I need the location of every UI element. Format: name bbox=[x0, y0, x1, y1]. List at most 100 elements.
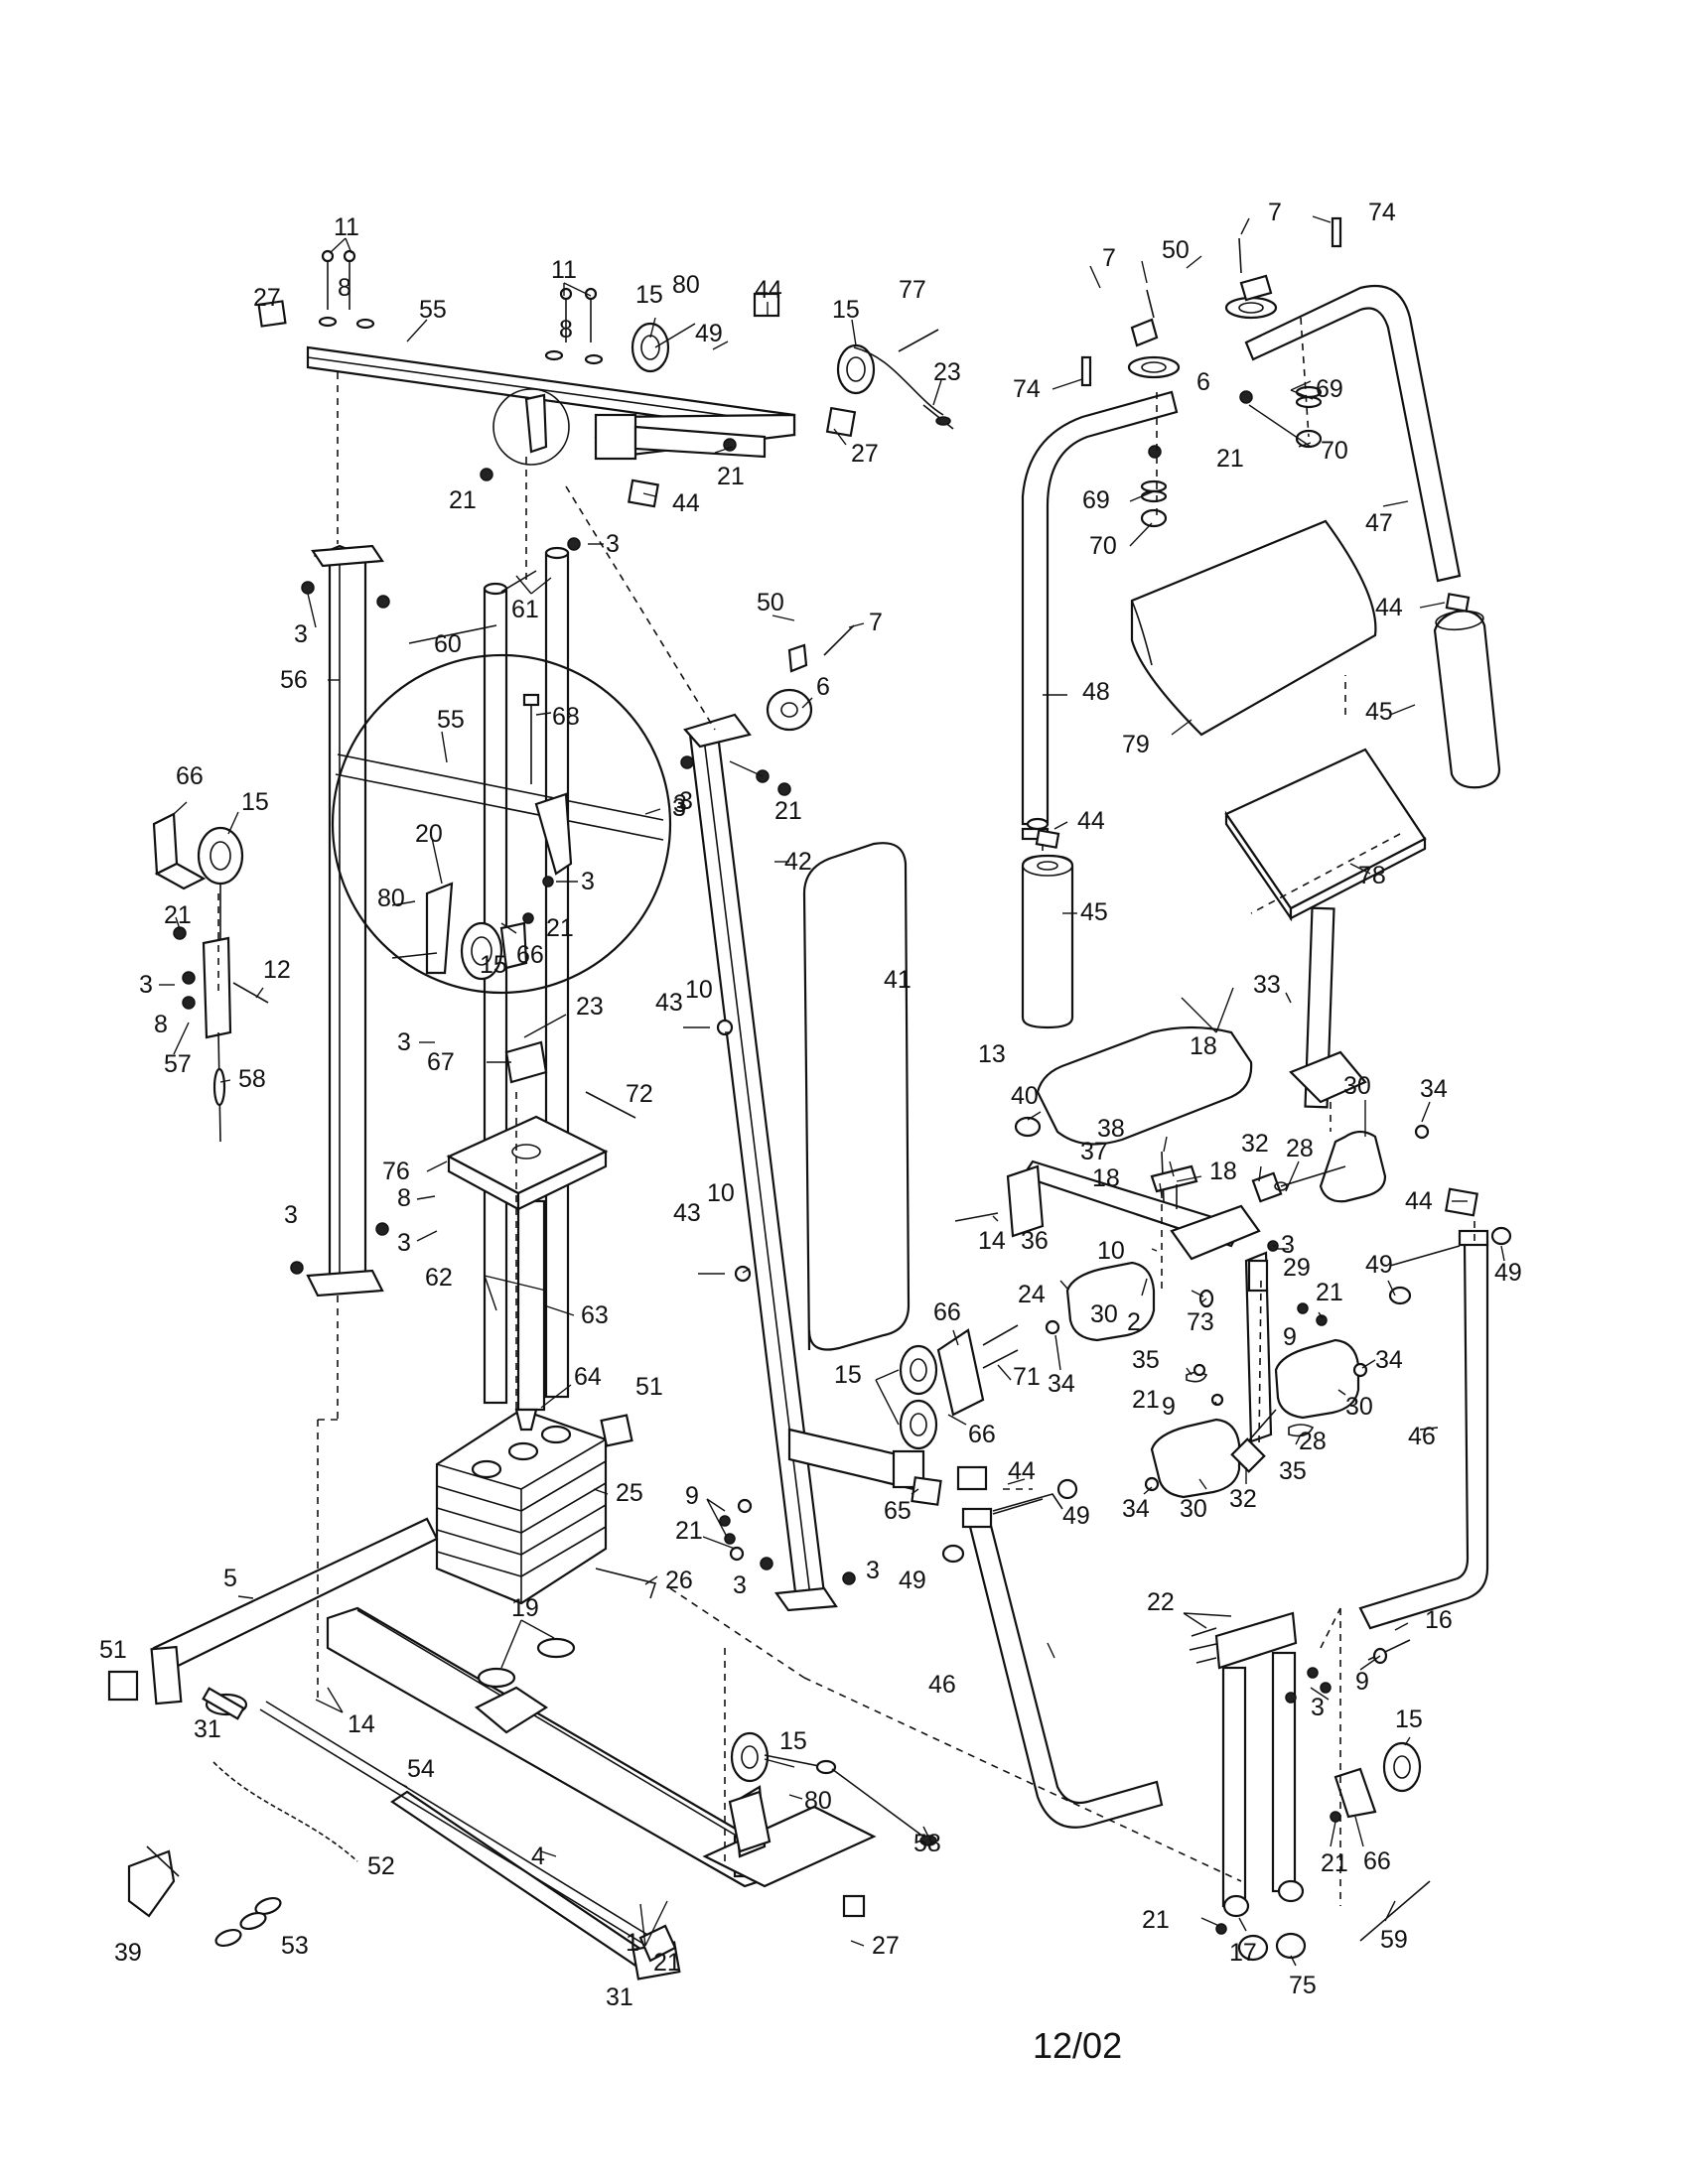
callout-51: 51 bbox=[99, 1636, 127, 1664]
callout-8: 8 bbox=[338, 274, 351, 302]
callout-38: 38 bbox=[1097, 1115, 1125, 1143]
callout-21: 21 bbox=[1316, 1279, 1343, 1306]
callout-39: 39 bbox=[114, 1939, 142, 1967]
callout-21: 21 bbox=[1142, 1906, 1170, 1934]
callout-49: 49 bbox=[1494, 1259, 1522, 1287]
callout-3: 3 bbox=[397, 1028, 411, 1056]
callout-3: 3 bbox=[672, 794, 686, 822]
callout-21: 21 bbox=[1216, 445, 1244, 473]
callout-43: 43 bbox=[673, 1199, 701, 1227]
assembly-lines bbox=[217, 317, 1475, 1906]
callout-46: 46 bbox=[928, 1671, 956, 1699]
roller-pads-30 bbox=[1065, 1130, 1387, 1499]
callout-42: 42 bbox=[784, 848, 812, 876]
base-frame bbox=[150, 1517, 877, 1980]
callout-21: 21 bbox=[653, 1949, 681, 1977]
callout-71: 71 bbox=[1013, 1363, 1041, 1391]
callout-70: 70 bbox=[1089, 532, 1117, 560]
callout-44: 44 bbox=[1077, 807, 1105, 835]
callout-74: 74 bbox=[1368, 199, 1396, 226]
callout-7: 7 bbox=[1102, 244, 1116, 272]
callout-65: 65 bbox=[884, 1497, 912, 1525]
callout-78: 78 bbox=[1358, 862, 1386, 889]
callout-66: 66 bbox=[176, 762, 204, 790]
callout-66: 66 bbox=[968, 1421, 996, 1448]
callout-6: 6 bbox=[816, 673, 830, 701]
callout-37: 37 bbox=[1080, 1138, 1108, 1165]
callout-3: 3 bbox=[139, 971, 153, 999]
callout-49: 49 bbox=[1062, 1502, 1090, 1530]
callout-45: 45 bbox=[1365, 698, 1393, 726]
callout-18: 18 bbox=[1190, 1032, 1217, 1060]
callout-15: 15 bbox=[834, 1361, 862, 1389]
callout-3: 3 bbox=[294, 620, 308, 648]
top-plate-76 bbox=[446, 1115, 609, 1211]
callout-35: 35 bbox=[1132, 1346, 1160, 1374]
callout-43: 43 bbox=[655, 989, 683, 1017]
seat-frame-36 bbox=[1006, 1160, 1261, 1261]
callout-55: 55 bbox=[437, 706, 465, 734]
callout-9: 9 bbox=[1355, 1668, 1369, 1696]
callout-3: 3 bbox=[1281, 1231, 1295, 1259]
callout-23: 23 bbox=[576, 993, 604, 1021]
callout-22: 22 bbox=[1147, 1588, 1175, 1616]
callout-4: 4 bbox=[531, 1843, 545, 1870]
callout-13: 13 bbox=[978, 1040, 1006, 1068]
callout-16: 16 bbox=[1425, 1606, 1453, 1634]
callout-80: 80 bbox=[672, 271, 700, 299]
callout-46: 46 bbox=[1408, 1423, 1436, 1450]
detail-circle bbox=[331, 653, 672, 995]
callout-67: 67 bbox=[427, 1048, 455, 1076]
callout-15: 15 bbox=[832, 296, 860, 324]
left-upright-56 bbox=[306, 544, 384, 1297]
callout-5: 5 bbox=[223, 1565, 237, 1592]
callout-15: 15 bbox=[480, 951, 507, 979]
callout-48: 48 bbox=[1082, 678, 1110, 706]
callout-3: 3 bbox=[284, 1201, 298, 1229]
back-post-42 bbox=[683, 713, 838, 1612]
date-code: 12/02 bbox=[1033, 2025, 1123, 2066]
callout-2: 2 bbox=[1127, 1308, 1141, 1336]
callout-12: 12 bbox=[263, 956, 291, 984]
callout-47: 47 bbox=[1365, 509, 1393, 537]
callout-3: 3 bbox=[606, 530, 620, 558]
callout-32: 32 bbox=[1229, 1485, 1257, 1513]
callout-3: 3 bbox=[673, 790, 687, 818]
handle-bar-54 bbox=[259, 1701, 677, 1963]
callout-6: 6 bbox=[1196, 368, 1210, 396]
callout-21: 21 bbox=[546, 914, 574, 942]
callout-24: 24 bbox=[1018, 1281, 1046, 1308]
callout-44: 44 bbox=[1008, 1457, 1036, 1485]
callout-64: 64 bbox=[574, 1363, 602, 1391]
callout-8: 8 bbox=[397, 1184, 411, 1212]
callout-30: 30 bbox=[1180, 1495, 1207, 1523]
callout-9: 9 bbox=[1283, 1323, 1297, 1351]
callout-3: 3 bbox=[1311, 1694, 1325, 1721]
guide-rods bbox=[483, 546, 570, 1412]
callout-21: 21 bbox=[774, 797, 802, 825]
callout-75: 75 bbox=[1289, 1972, 1317, 1999]
callout-23: 23 bbox=[933, 358, 961, 386]
callout-3: 3 bbox=[733, 1571, 747, 1599]
callout-15: 15 bbox=[1395, 1706, 1423, 1733]
callout-34: 34 bbox=[1048, 1370, 1075, 1398]
callout-80: 80 bbox=[804, 1787, 832, 1815]
callout-27: 27 bbox=[851, 440, 879, 468]
callout-49: 49 bbox=[1365, 1251, 1393, 1279]
callout-49: 49 bbox=[695, 320, 723, 347]
stirrup-handle-39 bbox=[127, 1845, 180, 1918]
callout-53: 53 bbox=[281, 1932, 309, 1960]
callout-35: 35 bbox=[1279, 1457, 1307, 1485]
arm-pad-79 bbox=[1130, 519, 1377, 737]
callout-33: 33 bbox=[1253, 971, 1281, 999]
leg-post-29 bbox=[1244, 1251, 1273, 1443]
callout-21: 21 bbox=[1132, 1386, 1160, 1414]
callout-34: 34 bbox=[1122, 1495, 1150, 1523]
callout-15: 15 bbox=[241, 788, 269, 816]
callout-21: 21 bbox=[675, 1517, 703, 1545]
callout-15: 15 bbox=[779, 1727, 807, 1755]
callout-57: 57 bbox=[164, 1050, 192, 1078]
callout-21: 21 bbox=[164, 901, 192, 929]
callout-21: 21 bbox=[717, 463, 745, 490]
callout-17: 17 bbox=[1229, 1939, 1257, 1967]
